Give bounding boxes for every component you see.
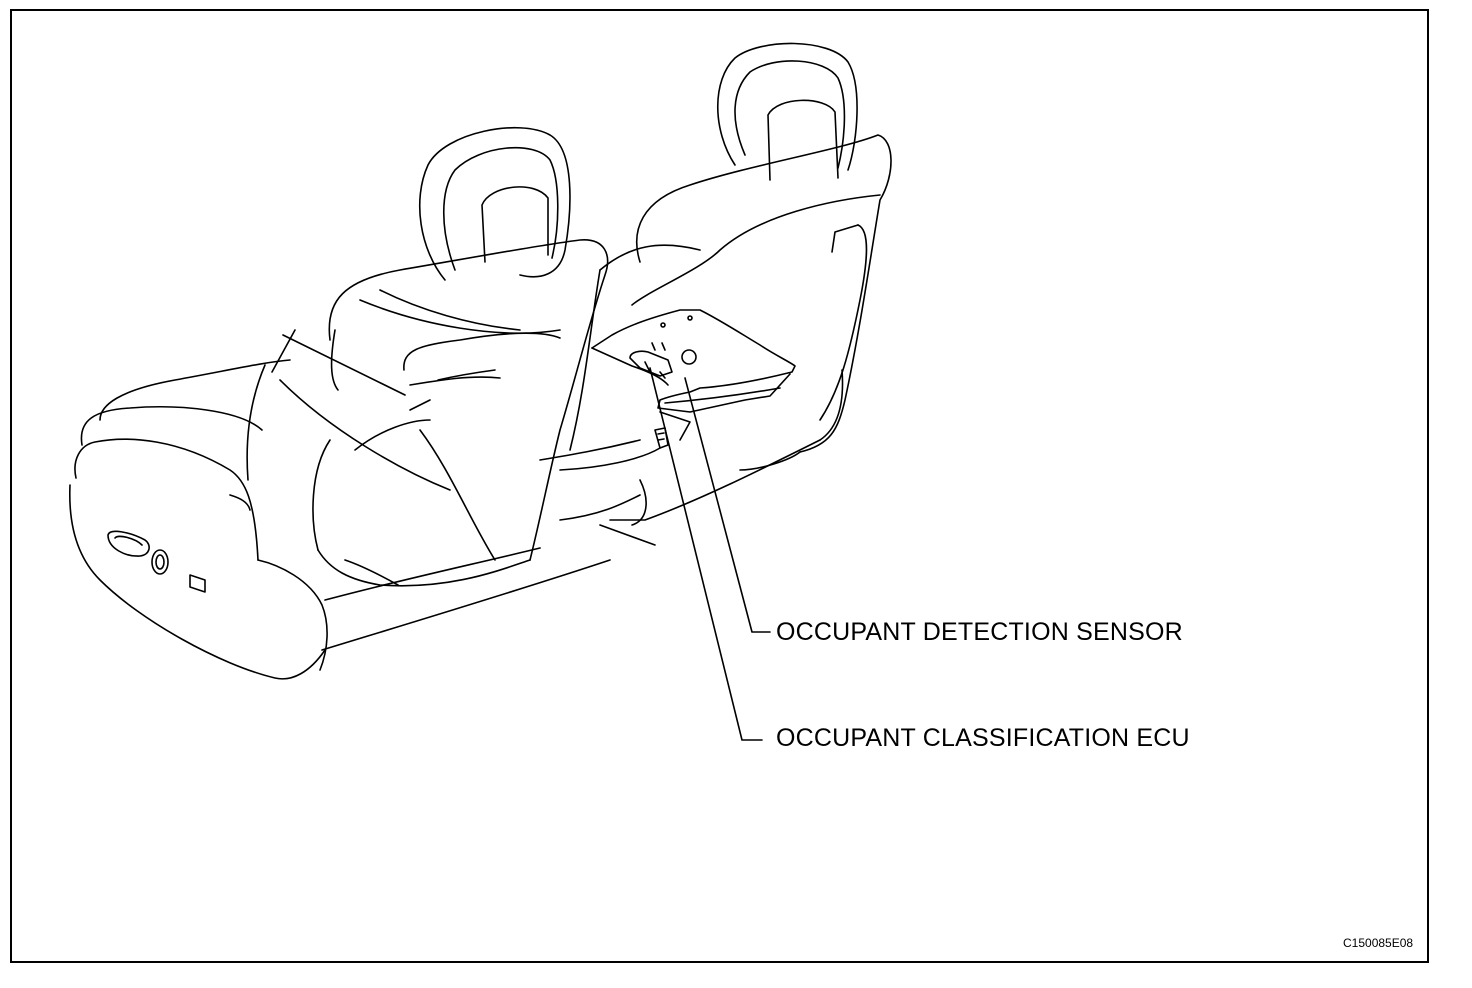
callout-occupant-detection-sensor: OCCUPANT DETECTION SENSOR [776,618,1183,646]
occupant-classification-ecu-shape [629,350,673,449]
rear-headrest [716,42,858,181]
front-seatback [328,239,609,561]
sensor-leader-line [684,377,771,633]
front-seat-side [246,329,531,587]
callout-occupant-classification-ecu: OCCUPANT CLASSIFICATION ECU [776,724,1190,752]
rear-seatback [599,134,892,453]
front-seat-cushion [68,359,328,680]
ecu-leader-line [649,367,763,741]
diagram-frame [10,9,1429,963]
leader-lines [649,367,771,741]
front-headrest [418,126,571,281]
rear-seat-cushion [321,332,844,651]
occupant-detection-sensor-shape [591,309,796,441]
figure-code: C150085E08 [1343,936,1414,950]
